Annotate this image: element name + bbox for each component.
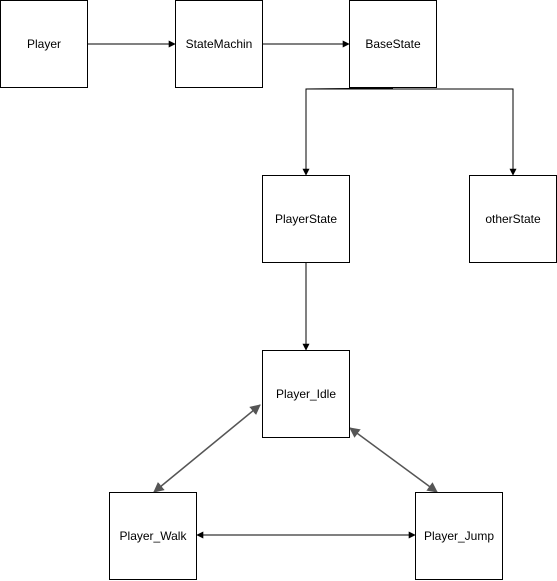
node-player-idle[interactable]: Player_Idle bbox=[262, 350, 350, 438]
node-playerstate-label: PlayerState bbox=[274, 212, 338, 226]
edge-idle-walk bbox=[153, 404, 261, 493]
node-player[interactable]: Player bbox=[0, 0, 88, 88]
node-player-label: Player bbox=[26, 37, 61, 51]
edge-idle-jump bbox=[349, 427, 438, 493]
node-basestate[interactable]: BaseState bbox=[349, 0, 437, 88]
node-otherstate[interactable]: otherState bbox=[469, 175, 557, 263]
node-player-walk[interactable]: Player_Walk bbox=[109, 492, 197, 580]
node-basestate-label: BaseState bbox=[365, 37, 421, 51]
node-otherstate-label: otherState bbox=[485, 212, 541, 226]
node-player-jump[interactable]: Player_Jump bbox=[415, 492, 503, 580]
node-player-idle-label: Player_Idle bbox=[275, 387, 337, 401]
edge-basestate-to-otherstate bbox=[306, 88, 517, 176]
edge-basestate-to-playerstate bbox=[302, 87, 394, 176]
node-playerstate[interactable]: PlayerState bbox=[262, 175, 350, 263]
node-statemachin[interactable]: StateMachin bbox=[175, 0, 263, 88]
node-statemachin-label: StateMachin bbox=[185, 37, 253, 51]
node-player-walk-label: Player_Walk bbox=[119, 529, 187, 543]
node-player-jump-label: Player_Jump bbox=[423, 529, 495, 543]
